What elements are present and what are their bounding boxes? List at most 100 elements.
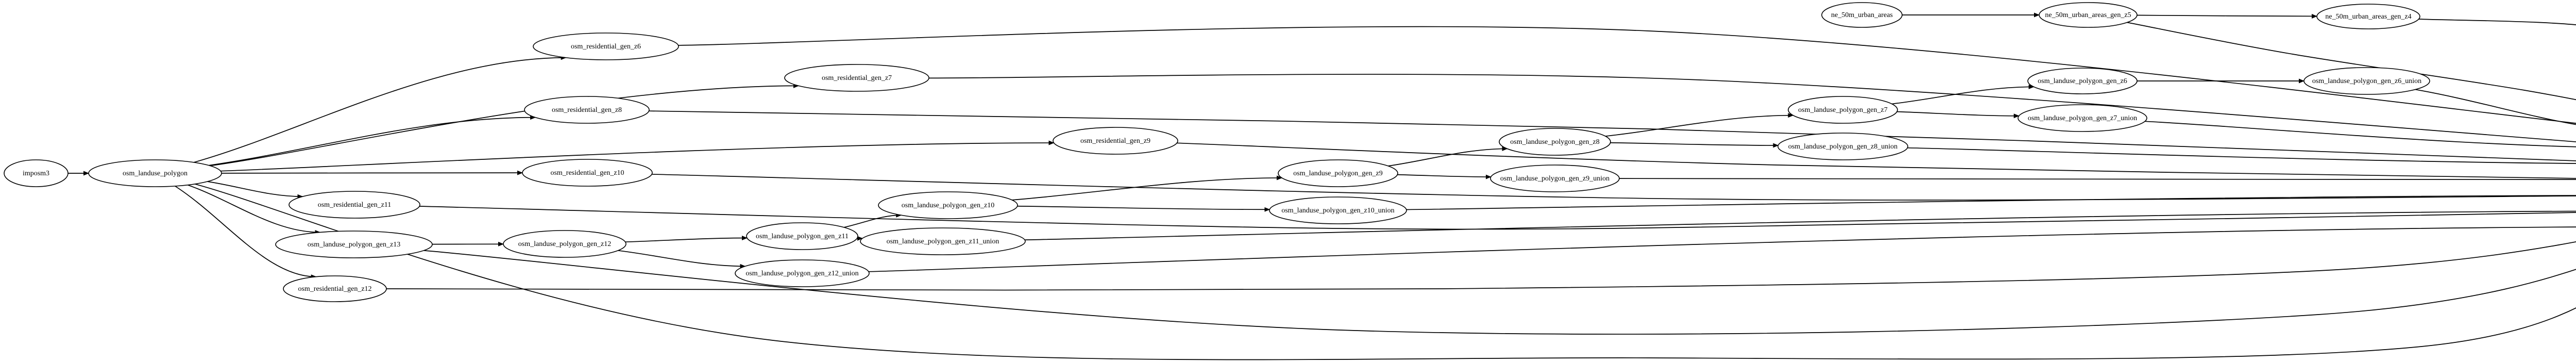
node-osm-residential-gen-z6: osm_residential_gen_z6: [533, 32, 679, 60]
node-osm-landuse-polygon-gen-z6-union: osm_landuse_polygon_gen_z6_union: [2303, 67, 2430, 95]
node-osm-residential-gen-z6-shape: [533, 32, 679, 60]
node-ne-50m-urban-areas-label: ne_50m_urban_areas: [1831, 11, 1893, 19]
node-ne-50m-urban-areas: ne_50m_urban_areas: [1821, 2, 1903, 28]
node-ne-50m-urban-areas-gen-z5-shape: [2039, 2, 2138, 28]
node-imposm3-shape: [4, 159, 69, 187]
node-osm-landuse-polygon-gen-z7-union: osm_landuse_polygon_gen_z7_union: [2018, 104, 2147, 132]
node-osm-residential-gen-z9-shape: [1053, 127, 1178, 155]
edge-osm-landuse-polygon-gen-z10--osm-landuse-polygon-gen-z10-union: [1017, 205, 1270, 212]
edge-osm-landuse-polygon-gen-z8-union--layer-landuse-z8: [1907, 147, 2576, 164]
node-osm-landuse-polygon-gen-z7-label: osm_landuse_polygon_gen_z7: [1798, 106, 1887, 114]
edge-osm-landuse-polygon-gen-z12--osm-landuse-polygon-gen-z12-union: [618, 250, 746, 269]
edge-layer: [68, 12, 2576, 360]
node-osm-residential-gen-z8: osm_residential_gen_z8: [524, 96, 650, 124]
node-osm-landuse-polygon-gen-z12-union: osm_landuse_polygon_gen_z12_union: [735, 259, 870, 287]
node-ne-50m-urban-areas-gen-z5-label: ne_50m_urban_areas_gen_z5: [2045, 11, 2131, 19]
edge-osm-landuse-polygon--osm-residential-gen-z9: [221, 140, 1055, 172]
node-osm-landuse-polygon-gen-z8-union-label: osm_landuse_polygon_gen_z8_union: [1788, 143, 1897, 151]
node-osm-landuse-polygon-gen-z11-union-label: osm_landuse_polygon_gen_z11_union: [887, 238, 999, 245]
node-osm-residential-gen-z12: osm_residential_gen_z12: [283, 275, 387, 302]
node-osm-landuse-polygon-gen-z10-label: osm_landuse_polygon_gen_z10: [902, 202, 994, 209]
node-osm-residential-gen-z8-shape: [524, 96, 650, 124]
node-osm-residential-gen-z11: osm_residential_gen_z11: [289, 191, 420, 219]
node-osm-landuse-polygon-gen-z11-shape: [746, 222, 858, 250]
node-osm-landuse-polygon-shape: [88, 159, 222, 187]
node-osm-landuse-polygon-gen-z12-label: osm_landuse_polygon_gen_z12: [518, 240, 611, 248]
node-osm-landuse-polygon-gen-z10-union: osm_landuse_polygon_gen_z10_union: [1269, 196, 1407, 224]
node-osm-landuse-polygon-gen-z11-union: osm_landuse_polygon_gen_z11_union: [860, 227, 1026, 255]
edge-osm-residential-gen-z12--layer-landuse-z12: [386, 241, 2576, 291]
edge-osm-landuse-polygon-gen-z7-union--layer-landuse-z7: [2145, 121, 2576, 147]
node-osm-landuse-polygon-gen-z12-union-shape: [735, 259, 870, 287]
node-ne-50m-urban-areas-shape: [1821, 2, 1903, 28]
node-osm-residential-gen-z10: osm_residential_gen_z10: [522, 159, 653, 187]
node-osm-landuse-polygon-gen-z8-shape: [1499, 128, 1611, 156]
node-osm-landuse-polygon-gen-z6: osm_landuse_polygon_gen_z6: [2027, 68, 2138, 94]
edge-osm-residential-gen-z6--layer-landuse-z6: [678, 26, 2576, 124]
node-osm-landuse-polygon-gen-z9-union: osm_landuse_polygon_gen_z9_union: [1490, 164, 1620, 192]
node-ne-50m-urban-areas-gen-z5: ne_50m_urban_areas_gen_z5: [2039, 2, 2138, 28]
edge-osm-landuse-polygon-gen-z7--osm-landuse-polygon-gen-z7-union: [1896, 111, 2020, 119]
node-osm-landuse-polygon-gen-z9-union-shape: [1490, 164, 1620, 192]
edge-ne-50m-urban-areas-gen-z4--layer-landuse-z4: [2418, 19, 2576, 26]
node-osm-landuse-polygon-gen-z10-shape: [878, 191, 1018, 219]
edge-osm-residential-gen-z8--layer-landuse-z8: [649, 110, 2576, 161]
node-osm-landuse-polygon-gen-z9-shape: [1278, 159, 1398, 187]
node-osm-residential-gen-z8-label: osm_residential_gen_z8: [552, 106, 622, 114]
node-osm-landuse-polygon-gen-z11-union-shape: [860, 227, 1026, 255]
node-osm-residential-gen-z7-shape: [784, 64, 929, 92]
node-osm-landuse-polygon-gen-z9-label: osm_landuse_polygon_gen_z9: [1293, 170, 1382, 177]
node-osm-landuse-polygon-gen-z13: osm_landuse_polygon_gen_z13: [275, 231, 433, 258]
node-osm-residential-gen-z6-label: osm_residential_gen_z6: [571, 43, 641, 51]
edge-osm-landuse-polygon--layer-landuse-z14plus: [194, 184, 2576, 360]
node-osm-landuse-polygon-gen-z13-shape: [275, 231, 433, 258]
node-osm-landuse-polygon-gen-z7-union-shape: [2018, 104, 2147, 132]
node-ne-50m-urban-areas-gen-z4-shape: [2316, 4, 2420, 29]
edge-osm-residential-gen-z9--layer-landuse-z9: [1177, 142, 2576, 179]
edge-osm-landuse-polygon-gen-z9-union--layer-landuse-z9: [1619, 178, 2576, 180]
node-osm-landuse-polygon: osm_landuse_polygon: [88, 159, 222, 187]
edge-osm-landuse-polygon-gen-z12--osm-landuse-polygon-gen-z11: [625, 235, 748, 243]
node-osm-landuse-polygon-label: osm_landuse_polygon: [123, 170, 188, 177]
edge-osm-landuse-polygon-gen-z8--osm-landuse-polygon-gen-z8-union: [1610, 142, 1779, 148]
node-ne-50m-urban-areas-gen-z4: ne_50m_urban_areas_gen_z4: [2316, 4, 2420, 29]
node-imposm3: imposm3: [4, 159, 69, 187]
node-osm-landuse-polygon-gen-z7-shape: [1788, 96, 1898, 124]
edge-osm-landuse-polygon-gen-z6-union--layer-landuse-z6: [2415, 89, 2576, 125]
edge-osm-landuse-polygon--osm-residential-gen-z12: [175, 186, 317, 279]
node-osm-landuse-polygon-gen-z12-union-label: osm_landuse_polygon_gen_z12_union: [745, 270, 858, 277]
edge-osm-landuse-polygon--osm-residential-gen-z7: [210, 83, 799, 167]
node-osm-residential-gen-z10-label: osm_residential_gen_z10: [550, 169, 624, 177]
node-osm-landuse-polygon-gen-z6-union-label: osm_landuse_polygon_gen_z6_union: [2312, 77, 2421, 85]
node-osm-residential-gen-z11-label: osm_residential_gen_z11: [318, 201, 392, 209]
node-ne-50m-urban-areas-gen-z4-label: ne_50m_urban_areas_gen_z4: [2325, 13, 2411, 21]
node-osm-landuse-polygon-gen-z13-label: osm_landuse_polygon_gen_z13: [308, 241, 400, 249]
node-osm-landuse-polygon-gen-z10-union-shape: [1269, 196, 1407, 224]
node-osm-landuse-polygon-gen-z12-shape: [503, 230, 626, 258]
node-osm-residential-gen-z10-shape: [522, 159, 653, 187]
edge-osm-landuse-polygon-gen-z10--osm-landuse-polygon-gen-z9: [1012, 175, 1283, 201]
node-osm-residential-gen-z11-shape: [289, 191, 420, 219]
edge-osm-residential-gen-z7--layer-landuse-z7: [928, 74, 2576, 142]
node-osm-residential-gen-z12-label: osm_residential_gen_z12: [298, 285, 371, 293]
edge-osm-landuse-polygon--osm-residential-gen-z6: [193, 55, 567, 163]
node-osm-landuse-polygon-gen-z6-label: osm_landuse_polygon_gen_z6: [2038, 77, 2127, 85]
edge-osm-landuse-polygon--osm-residential-gen-z11: [207, 181, 303, 199]
node-osm-landuse-polygon-gen-z7: osm_landuse_polygon_gen_z7: [1788, 96, 1898, 124]
node-osm-residential-gen-z9-label: osm_residential_gen_z9: [1080, 137, 1150, 145]
edge-osm-landuse-polygon-gen-z10-union--layer-landuse-z10: [1406, 195, 2576, 210]
node-osm-landuse-polygon-gen-z10-union-label: osm_landuse_polygon_gen_z10_union: [1281, 207, 1394, 215]
node-osm-landuse-polygon-gen-z11-label: osm_landuse_polygon_gen_z11: [756, 233, 849, 240]
node-osm-residential-gen-z12-shape: [283, 275, 387, 302]
edge-osm-landuse-polygon--osm-residential-gen-z8: [209, 115, 536, 166]
edge-osm-landuse-polygon-gen-z9--osm-landuse-polygon-gen-z9-union: [1397, 174, 1492, 179]
node-osm-residential-gen-z9: osm_residential_gen_z9: [1053, 127, 1178, 155]
edge-ne-50m-urban-areas-gen-z5--ne-50m-urban-areas-gen-z4: [2137, 13, 2318, 19]
node-osm-landuse-polygon-gen-z6-union-shape: [2303, 67, 2430, 95]
edge-osm-landuse-polygon-gen-z13--layer-landuse-z13: [423, 250, 2576, 335]
node-osm-landuse-polygon-gen-z8: osm_landuse_polygon_gen_z8: [1499, 128, 1611, 156]
node-osm-landuse-polygon-gen-z8-union: osm_landuse_polygon_gen_z8_union: [1777, 133, 1908, 160]
edge-osm-residential-gen-z11--layer-landuse-z11: [419, 206, 2576, 230]
